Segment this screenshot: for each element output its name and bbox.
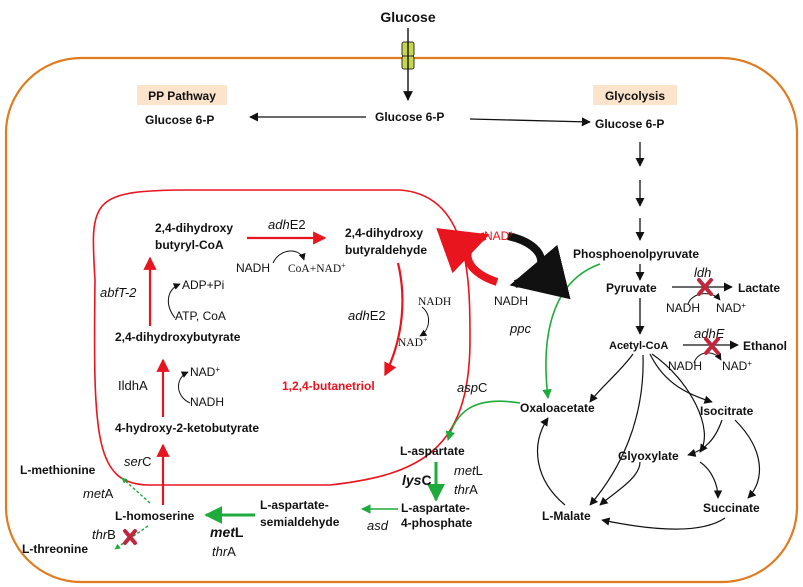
cofactor-atp-coa: ATP, CoA <box>175 309 226 323</box>
arrow-oxaloacetate-aspartate <box>445 400 521 441</box>
engineered-pathway-boundary <box>92 189 471 486</box>
cofactor-nad-adhe: NAD+ <box>722 359 752 374</box>
cofactor-nadh-ildha: NADH <box>190 395 224 409</box>
cofactor-nad-cycle: NAD+ <box>484 229 514 244</box>
cofactor-nadh-adhe2-top: NADH <box>236 261 270 275</box>
metabolite-glucose-6p-center: Glucose 6-P <box>375 110 444 124</box>
nad-cycle-red-arrow <box>436 228 499 286</box>
enzyme-thra-lysc: thrA <box>454 482 478 497</box>
arrow-glyoxylate-malate <box>599 461 641 506</box>
arrow-acetylcoa-glyoxylate <box>651 353 708 453</box>
metabolite-l-aspartate-4p-line1: L-aspartate- <box>401 501 470 515</box>
arrow-succinate-malate <box>601 517 726 530</box>
enzyme-asd: asd <box>367 518 389 533</box>
metabolite-succinate: Succinate <box>703 501 760 515</box>
enzyme-thrb: thrB <box>92 527 116 542</box>
metabolite-pyruvate: Pyruvate <box>606 281 657 295</box>
arrow-acetylcoa-malate <box>589 354 644 506</box>
metabolite-dhb: 2,4-dihydroxybutyrate <box>115 330 241 344</box>
arrow-pep-oxaloacetate <box>542 263 601 399</box>
metabolite-lactate: Lactate <box>738 281 780 295</box>
cofactor-nadh-ldh: NADH <box>666 301 700 315</box>
enzyme-aspc: aspC <box>457 380 487 395</box>
metabolite-l-aspartate-4p-line2: 4-phosphate <box>401 516 473 530</box>
metabolite-dhb-ald-line1: 2,4-dihydroxy <box>345 226 423 240</box>
metabolite-glucose-6p-left: Glucose 6-P <box>145 113 214 127</box>
arrow-malate-oxaloacetate <box>536 417 566 506</box>
arrow-dhbald-butanetriol <box>384 262 404 377</box>
nad-cycle-black-arrow <box>507 232 571 300</box>
enzyme-adhe: adhE <box>694 326 725 341</box>
metabolite-l-threonine: L-threonine <box>22 542 88 556</box>
knockout-cross-icon <box>123 529 137 545</box>
metabolite-l-aspartate: L-aspartate <box>400 444 465 458</box>
pp-pathway-label-bg <box>137 85 227 105</box>
cofactor-nad-adhe2-right: NAD+ <box>398 335 428 350</box>
cofactor-nadh-cycle: NADH <box>494 294 528 308</box>
metabolite-dhb-coa-line2: butyryl-CoA <box>155 238 224 252</box>
arrow-isocitrate-glyoxylate <box>687 419 723 457</box>
enzyme-adhe2-top: adhE2 <box>268 217 306 232</box>
cofactor-curve-adhe2-top <box>272 250 306 264</box>
enzyme-lysc: lysC <box>402 472 432 488</box>
cofactor-nadh-adhe: NADH <box>668 359 702 373</box>
arrow-homoserine-methionine <box>121 477 151 504</box>
glycolysis-label-bg <box>593 85 677 105</box>
knockout-cross-icon <box>697 278 713 296</box>
metabolite-l-malate: L-Malate <box>542 509 591 523</box>
metabolite-butanetriol: 1,2,4-butanetriol <box>282 379 375 393</box>
metabolite-acetyl-coa: Acetyl-CoA <box>609 340 668 352</box>
metabolite-oxaloacetate: Oxaloacetate <box>520 401 595 415</box>
cofactor-coa-nad: CoA+NAD+ <box>288 261 346 276</box>
knockout-cross-icon <box>704 337 720 355</box>
metabolite-isocitrate: Isocitrate <box>700 404 754 418</box>
metabolite-dhb-coa-line1: 2,4-dihydroxy <box>155 221 233 235</box>
enzyme-ppc: ppc <box>509 321 531 336</box>
metabolite-pep: Phosphoenolpyruvate <box>573 247 699 261</box>
metabolite-glyoxylate: Glyoxylate <box>618 449 679 463</box>
cofactor-nad-ildha: NAD+ <box>190 365 220 380</box>
enzyme-ldh: ldh <box>694 265 711 280</box>
enzyme-abft2: abfT-2 <box>100 285 137 300</box>
enzyme-metl-asd: metL <box>210 524 244 540</box>
metabolite-hkb: 4-hydroxy-2-ketobutyrate <box>115 421 259 435</box>
metabolite-l-asp-semialdehyde-line2: semialdehyde <box>260 515 340 529</box>
cofactor-curve-ldh <box>687 292 721 305</box>
metabolite-glucose-6p-right: Glucose 6-P <box>595 117 664 131</box>
pp-pathway-label: PP Pathway <box>148 89 216 103</box>
cofactor-curve-adhe2-right <box>419 306 429 337</box>
metabolite-ethanol: Ethanol <box>743 339 787 353</box>
metabolite-l-methionine: L-methionine <box>20 463 96 477</box>
arrow-acetylcoa-oxaloacetate <box>589 353 634 403</box>
arrow-isocitrate-succinate <box>734 419 761 499</box>
arrow-acetylcoa-isocitrate <box>649 353 713 404</box>
enzyme-serc: serC <box>124 454 151 469</box>
arrow-to-glycolysis <box>469 117 591 127</box>
cofactor-nadh-adhe2-right: NADH <box>418 296 451 308</box>
arrow-glyoxylate-succinate <box>699 461 723 499</box>
glycolysis-label: Glycolysis <box>605 89 665 103</box>
enzyme-meta: metA <box>83 486 114 501</box>
metabolite-glucose-top: Glucose <box>380 9 435 25</box>
cofactor-adp-pi: ADP+Pi <box>182 278 224 292</box>
enzyme-adhe2-right: adhE2 <box>348 308 386 323</box>
cofactor-nad-ldh: NAD+ <box>716 301 746 316</box>
enzyme-metl-lysc: metL <box>454 463 483 478</box>
enzyme-thra-asd: thrA <box>212 544 236 559</box>
metabolite-dhb-ald-line2: butyraldehyde <box>345 243 427 257</box>
cofactor-curve-ildha <box>178 371 191 404</box>
cofactor-curve-abft2 <box>167 283 181 319</box>
enzyme-ildha: IldhA <box>118 378 148 393</box>
metabolite-l-homoserine: L-homoserine <box>115 509 195 523</box>
metabolite-l-asp-semialdehyde-line1: L-aspartate- <box>260 498 329 512</box>
